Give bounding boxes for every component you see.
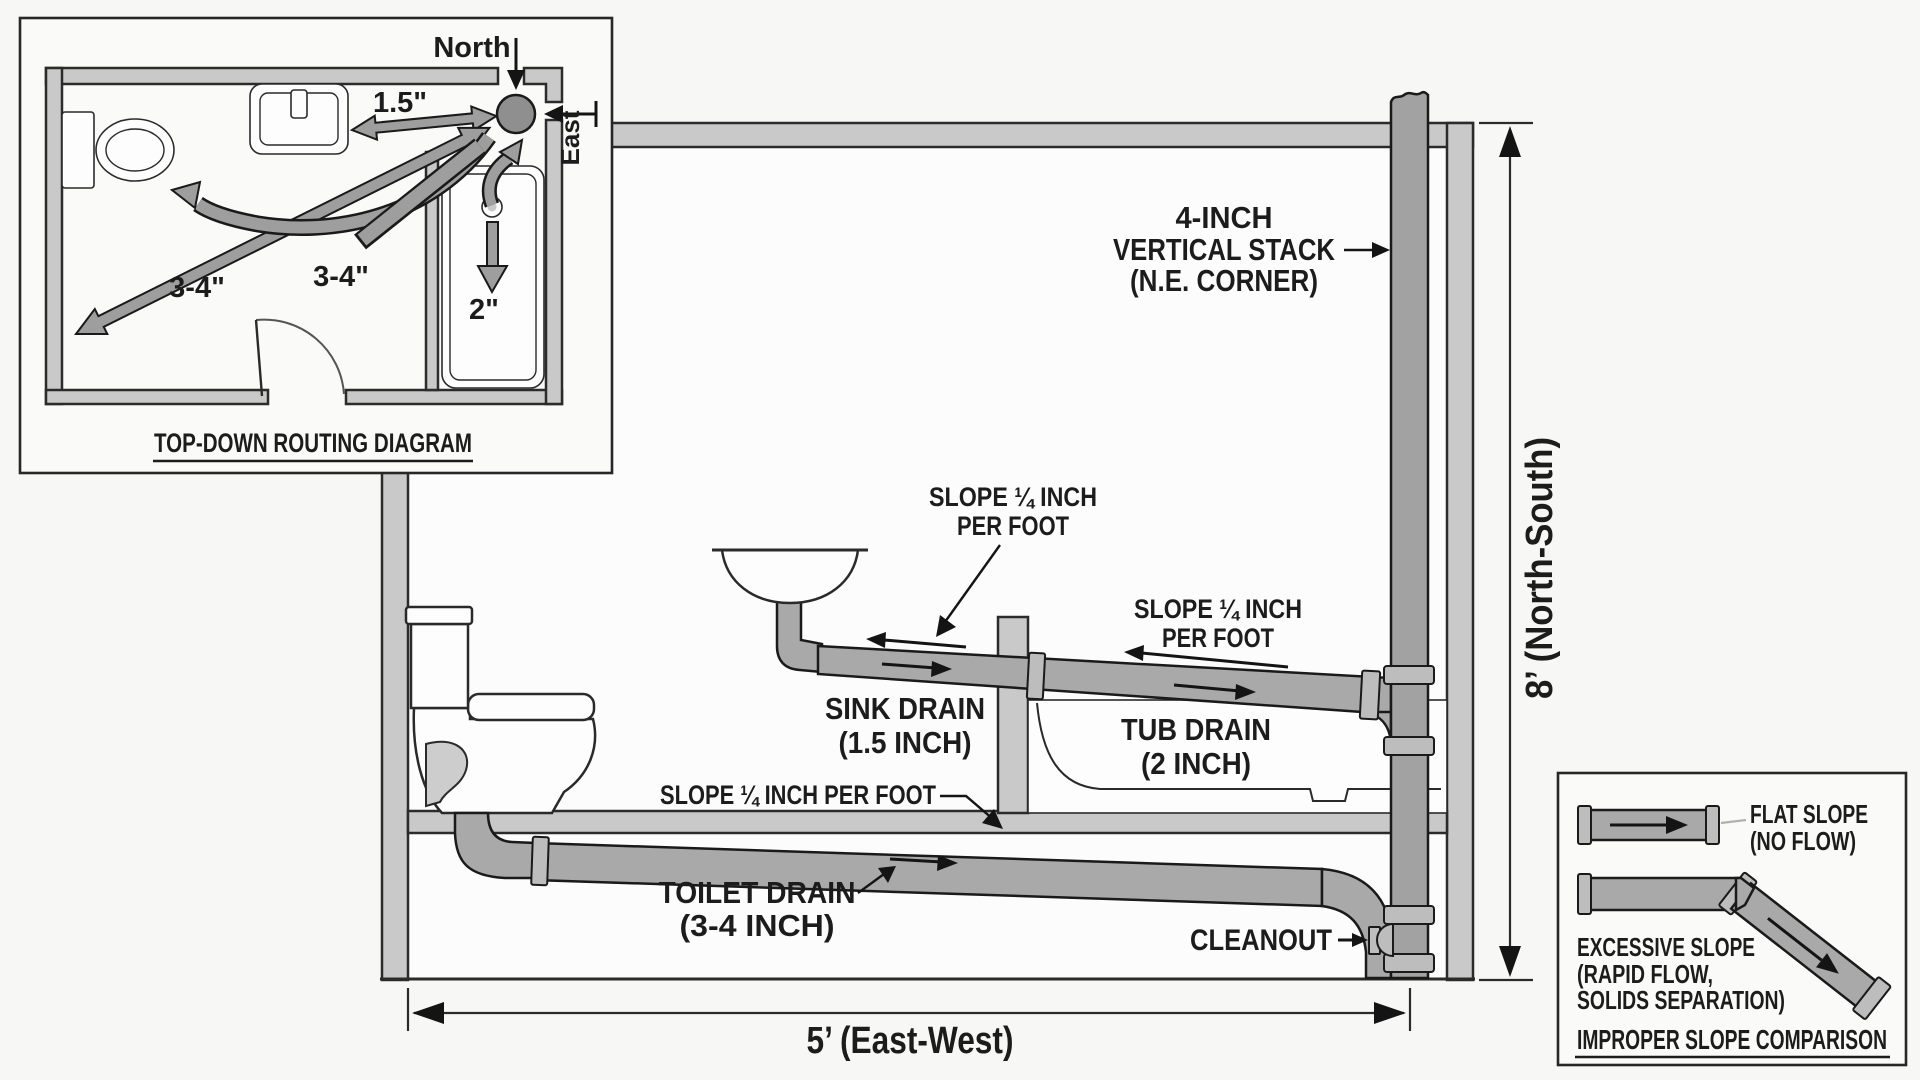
sink-flow-arrow — [881, 662, 937, 670]
door-swing-arc — [255, 318, 345, 395]
tub-flow-arrow — [1173, 683, 1241, 693]
sink-slope-arrow — [883, 638, 967, 649]
east-direction-arrow — [544, 101, 598, 127]
stack-location-marker — [495, 93, 537, 135]
ne-corner-wall — [522, 66, 564, 104]
stack-coupling — [1383, 953, 1435, 973]
tub-drain-label-line2: (2 INCH) — [1141, 746, 1251, 781]
stack-coupling — [1383, 905, 1435, 925]
toilet-size-label-main: 3-4" — [169, 272, 225, 304]
cross-section: 4-INCH VERTICAL STACK (N.E. CORNER) SLOP… — [380, 90, 1561, 1062]
door-panel — [254, 319, 264, 397]
toilet-fixture — [404, 605, 597, 815]
tub-slope-label-line1: SLOPE ¼ INCH — [1134, 594, 1302, 624]
toilet-drain-label-line2: (3-4 INCH) — [680, 908, 835, 943]
toilet-flow-arrow — [889, 857, 943, 864]
dimension-north-south: 8’ (North-South) — [1479, 121, 1561, 982]
partition-coupling — [1025, 651, 1047, 701]
excessive-label-line1: EXCESSIVE SLOPE — [1577, 932, 1755, 962]
stack-inlet-coupling — [1358, 669, 1382, 721]
cleanout-fitting — [1368, 922, 1394, 958]
dimension-east-west: 5’ (East-West) — [406, 988, 1412, 1062]
ns-dimension-label: 8’ (North-South) — [1519, 437, 1561, 699]
toilet-outlet-elbow — [453, 811, 537, 880]
improper-slope-inset: FLAT SLOPE (NO FLOW) EXCESSIVE SLOPE (RA… — [1556, 771, 1908, 1067]
excessive-slope-pipe — [1577, 871, 1892, 1020]
flat-slope-label-line1: FLAT SLOPE — [1750, 799, 1868, 829]
tub-slope-label-line2: PER FOOT — [1162, 623, 1274, 653]
main-drain-stub — [354, 138, 486, 250]
sink-size-label: 1.5" — [373, 87, 427, 119]
toilet-slope-leader — [940, 794, 995, 821]
flat-slope-leader — [1720, 818, 1747, 825]
plan-sink — [249, 83, 349, 155]
stack-label-line3: (N.E. CORNER) — [1130, 263, 1318, 298]
partition-stud — [996, 615, 1030, 815]
east-wall — [1445, 121, 1475, 982]
bottom-inset-title: IMPROPER SLOPE COMPARISON — [1577, 1024, 1887, 1055]
toilet-drain-leader — [857, 873, 885, 894]
sink-slope-label-line1: SLOPE ¼ INCH — [929, 482, 1097, 512]
stack-coupling — [1383, 736, 1435, 756]
plan-toilet-tank — [61, 111, 95, 189]
top-down-routing-inset: North East 1.5" 3-4" 3-4" 2" TOP-DOWN RO… — [18, 16, 614, 475]
section-labels: 4-INCH VERTICAL STACK (N.E. CORNER) SLOP… — [659, 200, 1390, 957]
toilet-drain-label-line1: TOILET DRAIN — [659, 875, 856, 910]
sink-tub-drain-pipe — [816, 644, 1393, 743]
plan-routing-arrows — [73, 38, 598, 336]
east-label: East — [555, 110, 585, 165]
plan-walls — [44, 66, 564, 406]
toilet-pipe-coupling — [530, 835, 550, 887]
sink-slope-leader — [944, 544, 1001, 623]
toilet-slope-label: SLOPE ¼ INCH PER FOOT — [660, 780, 936, 810]
toilet-tank-lid — [404, 605, 474, 626]
sink-tailpiece-elbow — [775, 596, 824, 674]
toilet-seat — [466, 692, 596, 722]
tub-size-arrow — [476, 221, 509, 295]
north-direction-arrow — [507, 38, 525, 90]
sink-drain-label-line2: (1.5 INCH) — [839, 725, 972, 760]
stack-label-line2: VERTICAL STACK — [1113, 232, 1336, 267]
top-inset-title: TOP-DOWN ROUTING DIAGRAM — [154, 428, 472, 458]
toilet-tank — [409, 622, 470, 710]
toilet-trap — [425, 740, 469, 808]
stack-label-line1: 4-INCH — [1176, 200, 1273, 235]
plan-labels: North East 1.5" 3-4" 3-4" 2" TOP-DOWN RO… — [153, 32, 585, 463]
sink-fixture — [712, 548, 868, 674]
tub-size-label: 2" — [469, 294, 499, 326]
vertical-stack-pipe — [1368, 90, 1435, 980]
excessive-label-line3: SOLIDS SEPARATION) — [1577, 985, 1785, 1015]
ew-dimension-label: 5’ (East-West) — [807, 1020, 1014, 1062]
sink-drain-label-line1: SINK DRAIN — [825, 691, 985, 726]
north-label: North — [433, 32, 510, 64]
floor-band — [406, 809, 1449, 835]
flat-slope-label-line2: (NO FLOW) — [1750, 826, 1856, 856]
tub-route-arrow — [481, 138, 524, 208]
flow-arrows — [866, 632, 1289, 871]
tub-drain-label-line1: TUB DRAIN — [1121, 712, 1271, 747]
toilet-size-label-branch: 3-4" — [313, 261, 369, 293]
bend-filler — [1734, 876, 1756, 913]
excessive-label-line2: (RAPID FLOW, — [1577, 959, 1713, 989]
sink-bowl — [720, 548, 860, 605]
excessive-flow-arrow — [1767, 917, 1823, 962]
flat-slope-pipe — [1577, 805, 1747, 845]
stack-coupling — [1383, 665, 1435, 685]
tub-slope-arrow — [1141, 651, 1289, 669]
plan-sink-faucet — [290, 89, 308, 119]
sink-slope-label-line2: PER FOOT — [957, 511, 1069, 541]
cleanout-label: CLEANOUT — [1190, 924, 1332, 957]
